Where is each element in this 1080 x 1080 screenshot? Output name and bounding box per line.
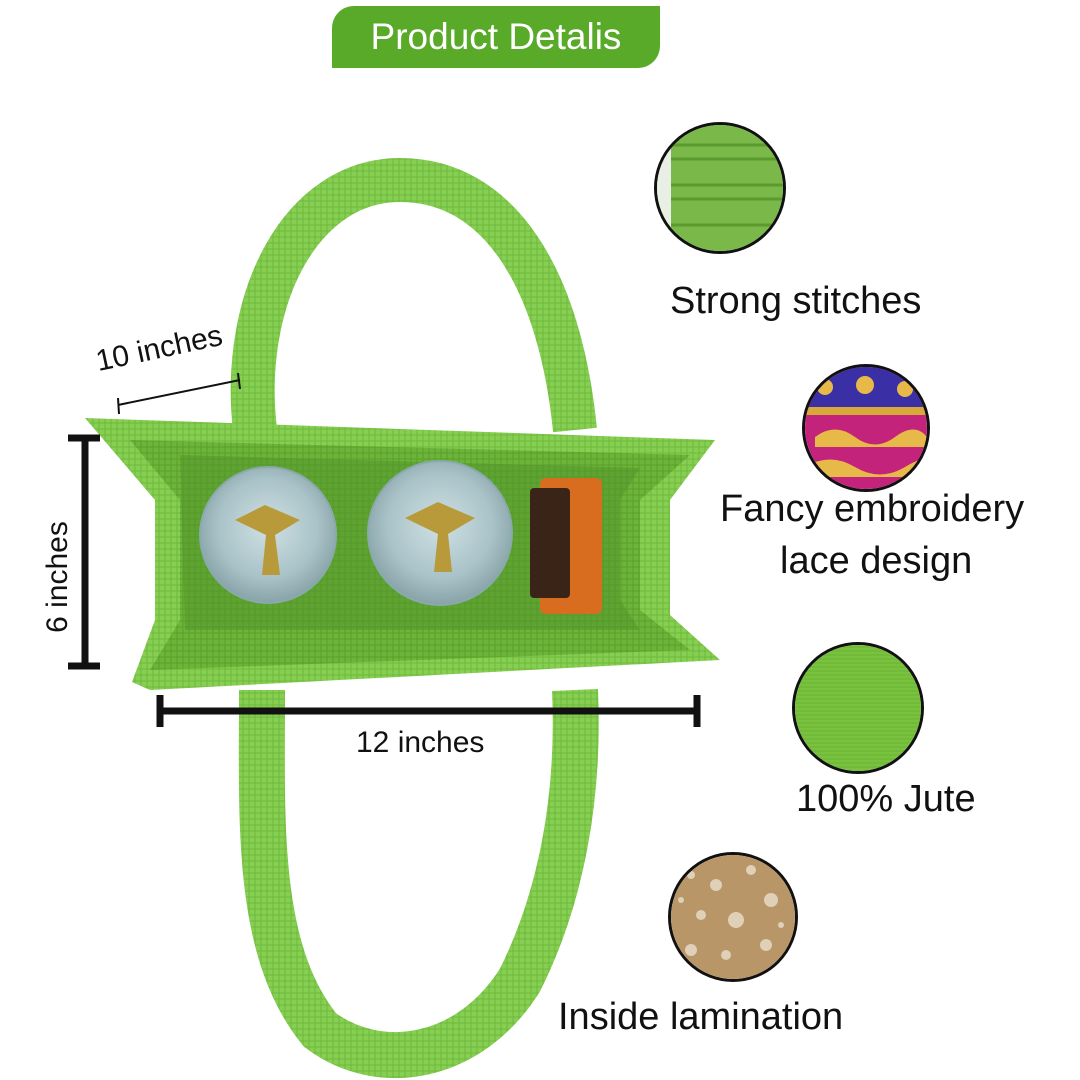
jute-bag-image (68, 157, 720, 1078)
feature-label-stitches: Strong stitches (670, 280, 922, 322)
feature-label-lamination: Inside lamination (558, 996, 844, 1038)
height-dimension-label: 6 inches (41, 521, 74, 633)
feature-label-embroidery-line1: Fancy embroidery (720, 488, 1025, 530)
feature-label-jute: 100% Jute (796, 778, 976, 820)
page-title: Product Detalis (332, 6, 660, 68)
stitch-swatch-icon (654, 122, 786, 254)
length-dimension-label: 12 inches (356, 726, 485, 759)
lamination-swatch-icon (668, 852, 798, 982)
jute-swatch-icon (792, 642, 924, 774)
embroidery-swatch-icon (802, 364, 930, 492)
feature-label-embroidery-line2: lace design (780, 540, 973, 582)
